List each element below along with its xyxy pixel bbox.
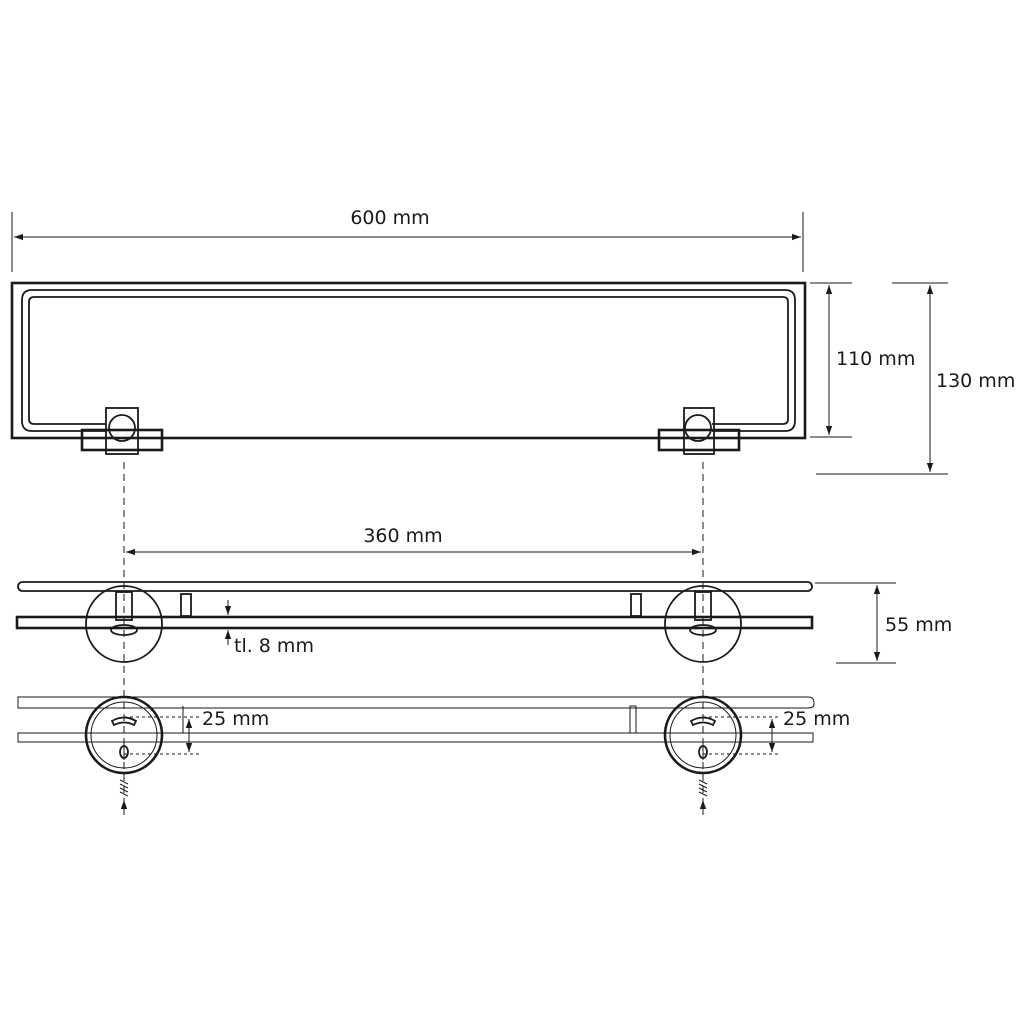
screw-right bbox=[698, 779, 708, 815]
shelf-rail-outer bbox=[21, 289, 796, 432]
mount-plate-right-inner bbox=[669, 701, 737, 769]
keyhole-slot-left bbox=[110, 716, 138, 727]
mount-plate-right bbox=[663, 695, 743, 775]
mount-view-clip bbox=[629, 705, 637, 734]
front-collar-left bbox=[110, 624, 138, 636]
front-view: 360 mm tl. 8 mm 55 mm bbox=[15, 525, 952, 664]
bracket-left-base bbox=[80, 428, 164, 452]
glass-outer-outline bbox=[10, 281, 807, 440]
shelf-rail-inner bbox=[28, 296, 789, 425]
keyhole-slot-right bbox=[689, 716, 717, 727]
spacing-dimension-label: 360 mm bbox=[363, 525, 442, 547]
mounting-view: 25 mm 25 mm bbox=[17, 695, 850, 815]
glass-thickness-label: tl. 8 mm bbox=[234, 635, 314, 657]
width-dimension-label: 600 mm bbox=[350, 207, 429, 229]
front-collar-right bbox=[689, 624, 717, 636]
bracket-left bbox=[80, 407, 164, 455]
mount-view-rail bbox=[17, 696, 815, 709]
mount-view-glass bbox=[17, 732, 814, 743]
glass-depth-label: 110 mm bbox=[836, 348, 915, 370]
mount-plate-left bbox=[84, 695, 164, 775]
screw-left bbox=[119, 779, 129, 815]
bracket-left-post bbox=[108, 414, 136, 442]
total-depth-label: 130 mm bbox=[936, 370, 1015, 392]
bracket-right-base bbox=[657, 428, 741, 452]
front-mount-right bbox=[664, 585, 742, 663]
bracket-right-post bbox=[684, 414, 712, 442]
mount-plate-left-inner bbox=[90, 701, 158, 769]
glass-clip-left bbox=[180, 593, 192, 617]
top-view: 600 mm 110 mm 130 mm bbox=[10, 207, 1015, 475]
glass-clip-right bbox=[630, 593, 642, 617]
bracket-right bbox=[657, 407, 741, 455]
height-dimension-label: 55 mm bbox=[885, 614, 952, 636]
offset-right-label: 25 mm bbox=[783, 708, 850, 730]
offset-left-label: 25 mm bbox=[202, 708, 269, 730]
screw-right-thread bbox=[698, 779, 708, 797]
front-post-left bbox=[115, 591, 133, 621]
front-post-right bbox=[694, 591, 712, 621]
front-mount-left bbox=[85, 585, 163, 663]
screw-left-thread bbox=[119, 779, 129, 797]
front-glass bbox=[15, 615, 814, 630]
front-rail bbox=[17, 581, 813, 592]
